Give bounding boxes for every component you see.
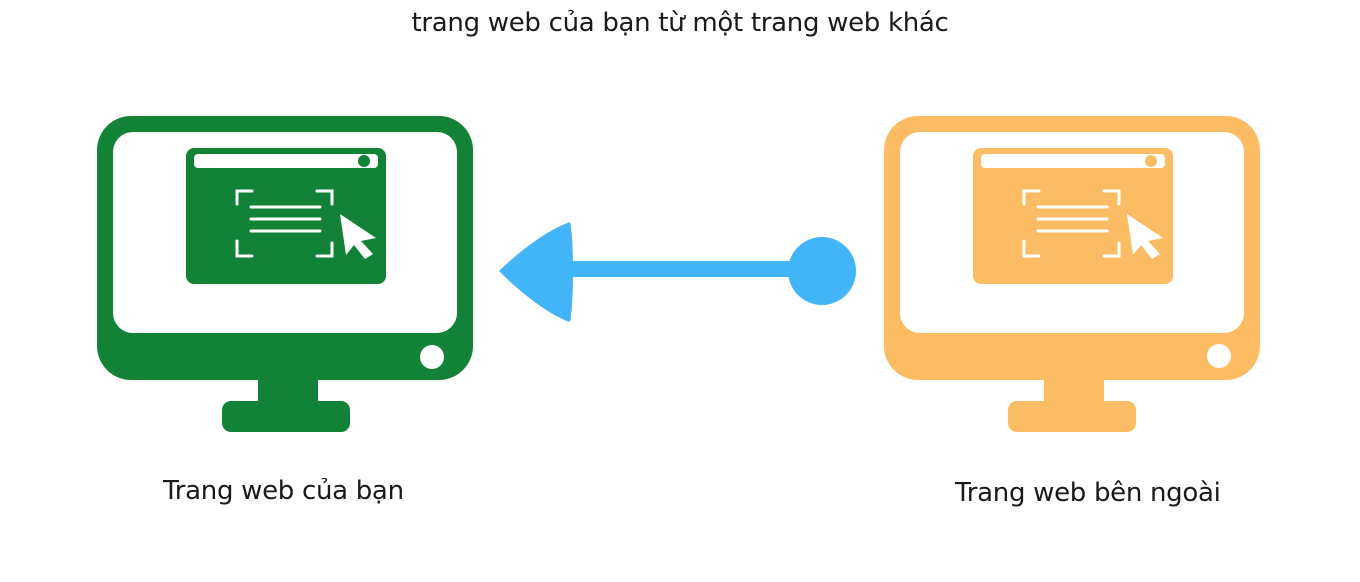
left-browser-window-icon bbox=[186, 148, 386, 284]
left-monitor-icon bbox=[97, 116, 473, 432]
arrow-left-icon bbox=[499, 222, 856, 322]
right-node-label: Trang web bên ngoài bbox=[955, 478, 1221, 508]
left-cursor-icon bbox=[340, 214, 376, 259]
right-monitor-icon bbox=[884, 116, 1260, 432]
diagram-title: trang web của bạn từ một trang web khác bbox=[411, 8, 949, 38]
left-node-label: Trang web của bạn bbox=[163, 476, 404, 506]
right-cursor-icon bbox=[1127, 214, 1163, 259]
right-browser-window-icon bbox=[973, 148, 1173, 284]
